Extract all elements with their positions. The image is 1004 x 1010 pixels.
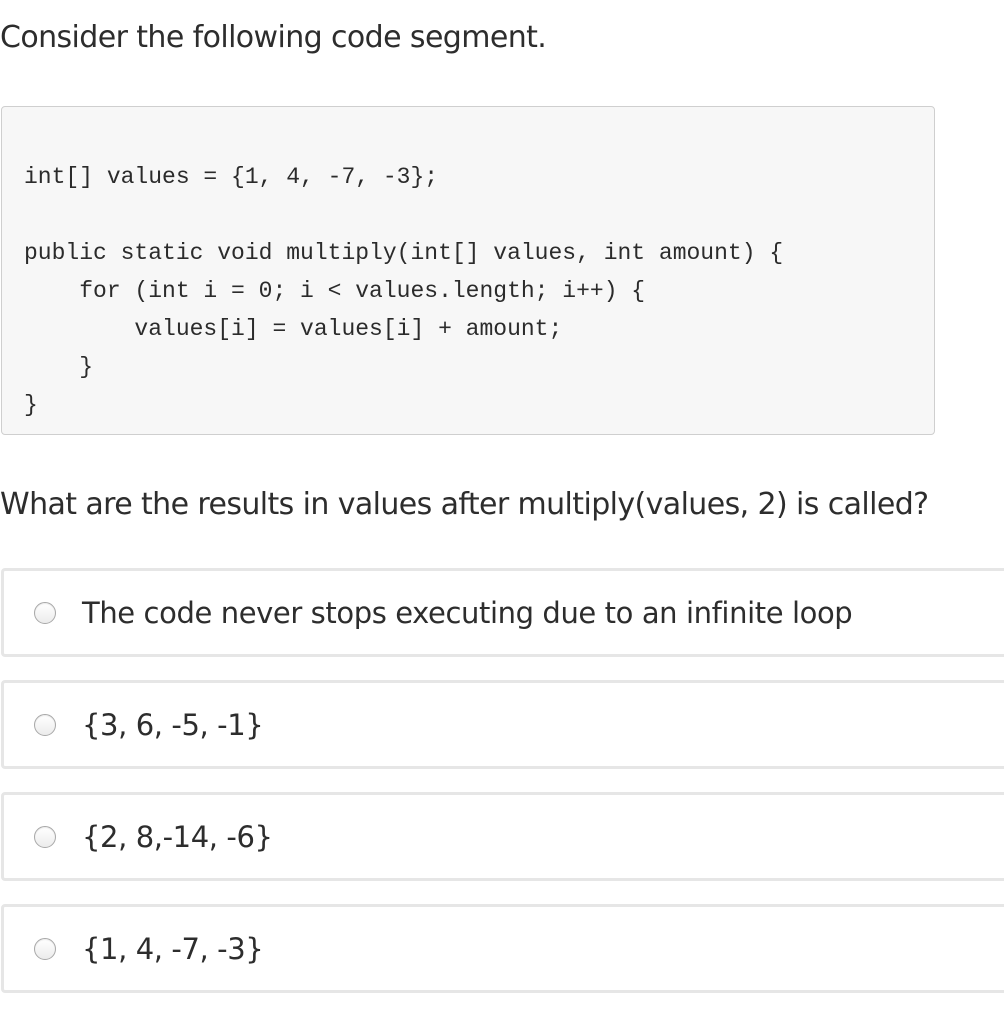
answer-option-label: {3, 6, -5, -1} (82, 708, 264, 742)
question-prompt: What are the results in values after mul… (0, 487, 929, 522)
answer-option-2[interactable]: {3, 6, -5, -1} (1, 680, 1004, 769)
radio-button-icon[interactable] (34, 938, 56, 960)
answer-option-label: The code never stops executing due to an… (82, 596, 853, 630)
question-intro: Consider the following code segment. (0, 20, 547, 55)
answer-option-1[interactable]: The code never stops executing due to an… (1, 568, 1004, 657)
code-line: int[] values = {1, 4, -7, -3}; (24, 164, 439, 190)
radio-button-icon[interactable] (34, 826, 56, 848)
code-line: public static void multiply(int[] values… (24, 240, 784, 266)
code-line: for (int i = 0; i < values.length; i++) … (24, 278, 646, 304)
answer-option-4[interactable]: {1, 4, -7, -3} (1, 904, 1004, 993)
radio-button-icon[interactable] (34, 602, 56, 624)
answer-option-label: {2, 8,-14, -6} (82, 820, 273, 854)
code-line: values[i] = values[i] + amount; (24, 316, 563, 342)
answer-option-3[interactable]: {2, 8,-14, -6} (1, 792, 1004, 881)
code-block: int[] values = {1, 4, -7, -3}; public st… (1, 106, 935, 435)
answer-option-label: {1, 4, -7, -3} (82, 932, 264, 966)
code-line: } (24, 392, 38, 418)
radio-button-icon[interactable] (34, 714, 56, 736)
code-line: } (24, 354, 94, 380)
